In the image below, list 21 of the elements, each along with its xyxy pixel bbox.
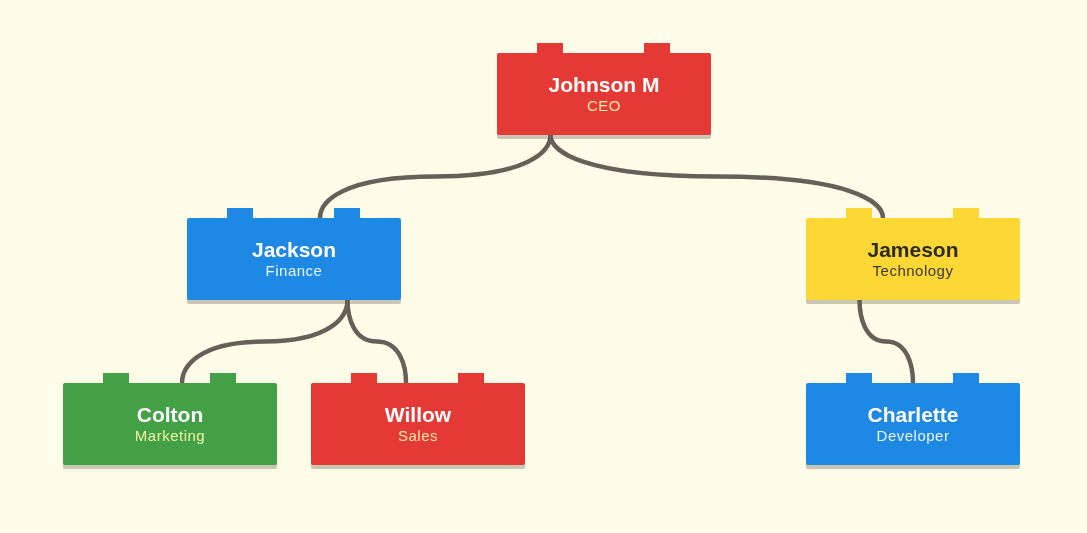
brick-box (806, 383, 1020, 465)
connector-line (857, 297, 916, 386)
job-title: Sales (398, 427, 438, 445)
person-name: Jackson (251, 238, 337, 262)
brick-box (187, 218, 401, 300)
person-name: Colton (136, 403, 204, 427)
job-title: Finance (265, 262, 323, 280)
connector-line (548, 132, 886, 221)
job-title: Marketing (134, 427, 206, 445)
person-name: Johnson M (548, 73, 660, 97)
job-title: Technology (872, 262, 954, 280)
brick-box (806, 218, 1020, 300)
person-name: Charlette (867, 403, 959, 427)
connector-line (345, 297, 409, 386)
person-name: Willow (384, 403, 452, 427)
job-title: CEO (587, 97, 621, 115)
brick-box (497, 53, 711, 135)
job-title: Developer (876, 427, 950, 445)
person-name: Jameson (867, 238, 959, 262)
brick-box (63, 383, 277, 465)
brick-box (311, 383, 525, 465)
